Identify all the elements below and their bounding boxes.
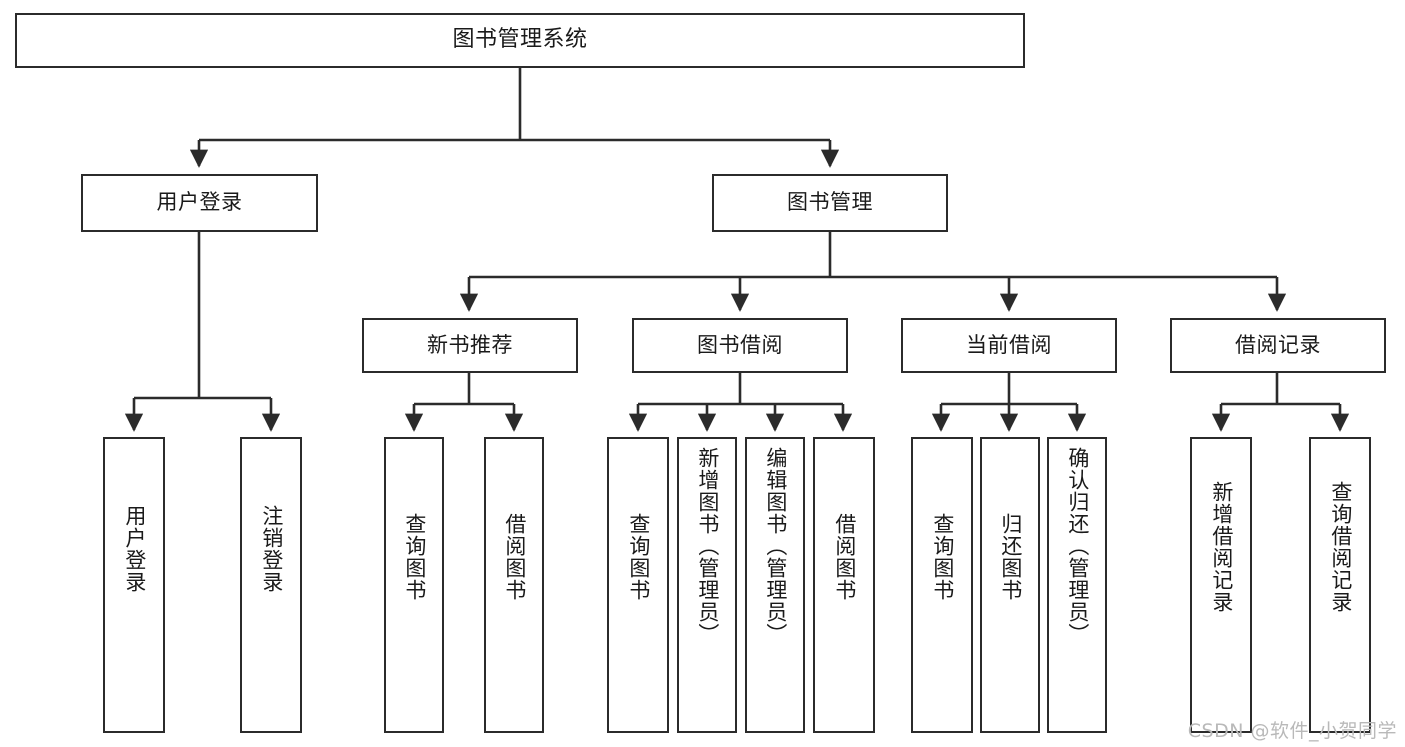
node-book-management[interactable]: 图书管理 <box>712 174 948 232</box>
node-label: 查询借阅记录 <box>1328 481 1353 613</box>
node-current-borrow[interactable]: 当前借阅 <box>901 318 1117 373</box>
leaf-return-book[interactable]: 归还图书 <box>980 437 1040 733</box>
leaf-logout[interactable]: 注销登录 <box>240 437 302 733</box>
leaf-user-login[interactable]: 用户登录 <box>103 437 165 733</box>
leaf-add-borrow-record[interactable]: 新增借阅记录 <box>1190 437 1252 733</box>
csdn-watermark: CSDN @软件_小贺同学 <box>1187 720 1397 742</box>
node-label: 查询图书 <box>930 513 955 601</box>
node-label: 用户登录 <box>122 505 147 593</box>
node-label: 查询图书 <box>402 513 427 601</box>
node-label: 新增借阅记录 <box>1209 481 1234 613</box>
node-label: 借阅图书 <box>502 513 527 601</box>
node-label: 当前借阅 <box>966 332 1052 357</box>
leaf-borrow-book-recommend[interactable]: 借阅图书 <box>484 437 544 733</box>
node-label: 借阅图书 <box>832 513 857 601</box>
node-label: 图书管理系统 <box>452 27 588 53</box>
node-new-book-recommend[interactable]: 新书推荐 <box>362 318 578 373</box>
node-borrow-record[interactable]: 借阅记录 <box>1170 318 1386 373</box>
leaf-borrow-book[interactable]: 借阅图书 <box>813 437 875 733</box>
node-label: 借阅记录 <box>1235 332 1321 357</box>
leaf-query-book-borrow[interactable]: 查询图书 <box>607 437 669 733</box>
node-label: 编辑图书（管理员） <box>763 447 788 645</box>
leaf-edit-book-admin[interactable]: 编辑图书（管理员） <box>745 437 805 733</box>
leaf-query-borrow-record[interactable]: 查询借阅记录 <box>1309 437 1371 733</box>
leaf-query-book-current[interactable]: 查询图书 <box>911 437 973 733</box>
leaf-query-book-recommend[interactable]: 查询图书 <box>384 437 444 733</box>
node-label: 新书推荐 <box>427 332 513 357</box>
node-label: 查询图书 <box>626 513 651 601</box>
leaf-confirm-return-admin[interactable]: 确认归还（管理员） <box>1047 437 1107 733</box>
node-label: 用户登录 <box>156 190 243 215</box>
node-user-login[interactable]: 用户登录 <box>81 174 318 232</box>
leaf-add-book-admin[interactable]: 新增图书（管理员） <box>677 437 737 733</box>
node-book-borrow[interactable]: 图书借阅 <box>632 318 848 373</box>
node-label: 确认归还（管理员） <box>1065 447 1090 645</box>
node-label: 注销登录 <box>259 505 284 593</box>
node-root-system[interactable]: 图书管理系统 <box>15 13 1025 68</box>
node-label: 图书借阅 <box>697 332 783 357</box>
node-label: 图书管理 <box>787 190 873 215</box>
node-label: 归还图书 <box>998 513 1023 601</box>
node-label: 新增图书（管理员） <box>695 447 720 645</box>
